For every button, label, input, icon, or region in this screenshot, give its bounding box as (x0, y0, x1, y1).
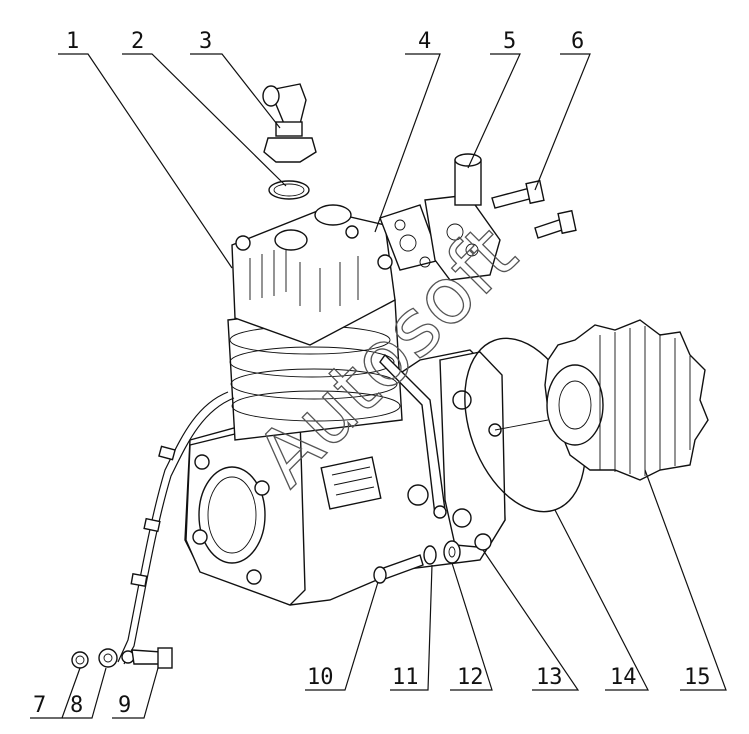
callout-14: 14 (610, 665, 637, 690)
leader-lines (30, 53, 727, 719)
callout-11: 11 (392, 665, 419, 690)
callout-7: 7 (33, 693, 46, 718)
callout-labels: 1 2 3 4 5 6 7 8 9 10 11 12 13 14 15 (33, 29, 711, 718)
callout-4: 4 (418, 29, 431, 54)
callout-6: 6 (571, 29, 584, 54)
hose-fitting-3 (262, 83, 317, 163)
callout-3: 3 (199, 29, 212, 54)
callout-15: 15 (684, 665, 711, 690)
callout-8: 8 (70, 693, 83, 718)
callout-12: 12 (457, 665, 484, 690)
callout-9: 9 (118, 693, 131, 718)
callout-10: 10 (307, 665, 334, 690)
callout-1: 1 (66, 29, 79, 54)
washers-11-12 (423, 540, 461, 565)
banjo-fitting-7-8-9 (71, 647, 173, 669)
compressor-assembly (184, 204, 506, 606)
bolts-6 (491, 179, 577, 239)
oil-pipe (117, 391, 235, 665)
callout-5: 5 (503, 29, 516, 54)
gear-15 (544, 319, 709, 481)
callout-2: 2 (131, 29, 144, 54)
callout-13: 13 (536, 665, 563, 690)
